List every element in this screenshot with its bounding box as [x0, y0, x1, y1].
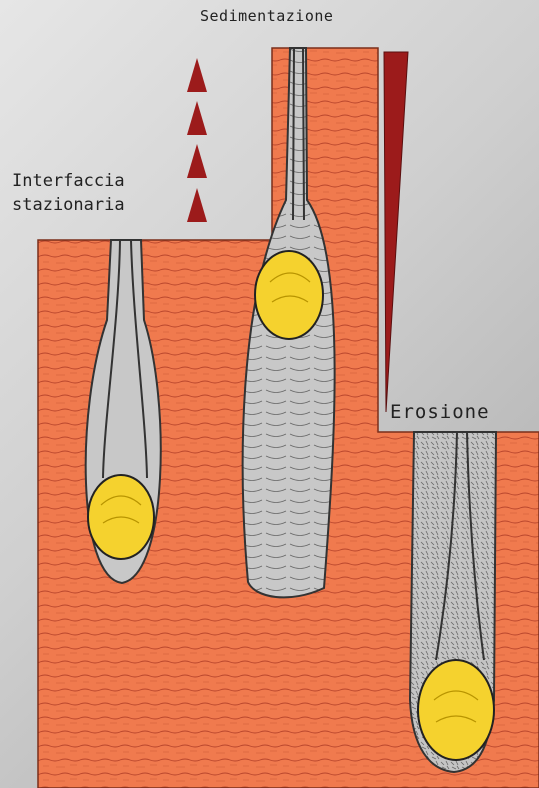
erosion-label: Erosione: [390, 402, 490, 423]
triangle-up-icon: [187, 101, 207, 135]
interface-label-line2: stazionaria: [12, 196, 125, 215]
sedimentation-arrows: [187, 58, 207, 222]
triangle-up-icon: [187, 144, 207, 178]
triangle-up-icon: [187, 58, 207, 92]
interface-label-line1: Interfaccia: [12, 172, 125, 191]
bivalve-shell-icon: [255, 251, 323, 339]
wedge-icon: [384, 52, 408, 412]
burrow-erosion: [410, 432, 496, 772]
sedimentation-label: Sedimentazione: [200, 8, 333, 25]
bivalve-shell-icon: [418, 660, 494, 760]
triangle-up-icon: [187, 188, 207, 222]
